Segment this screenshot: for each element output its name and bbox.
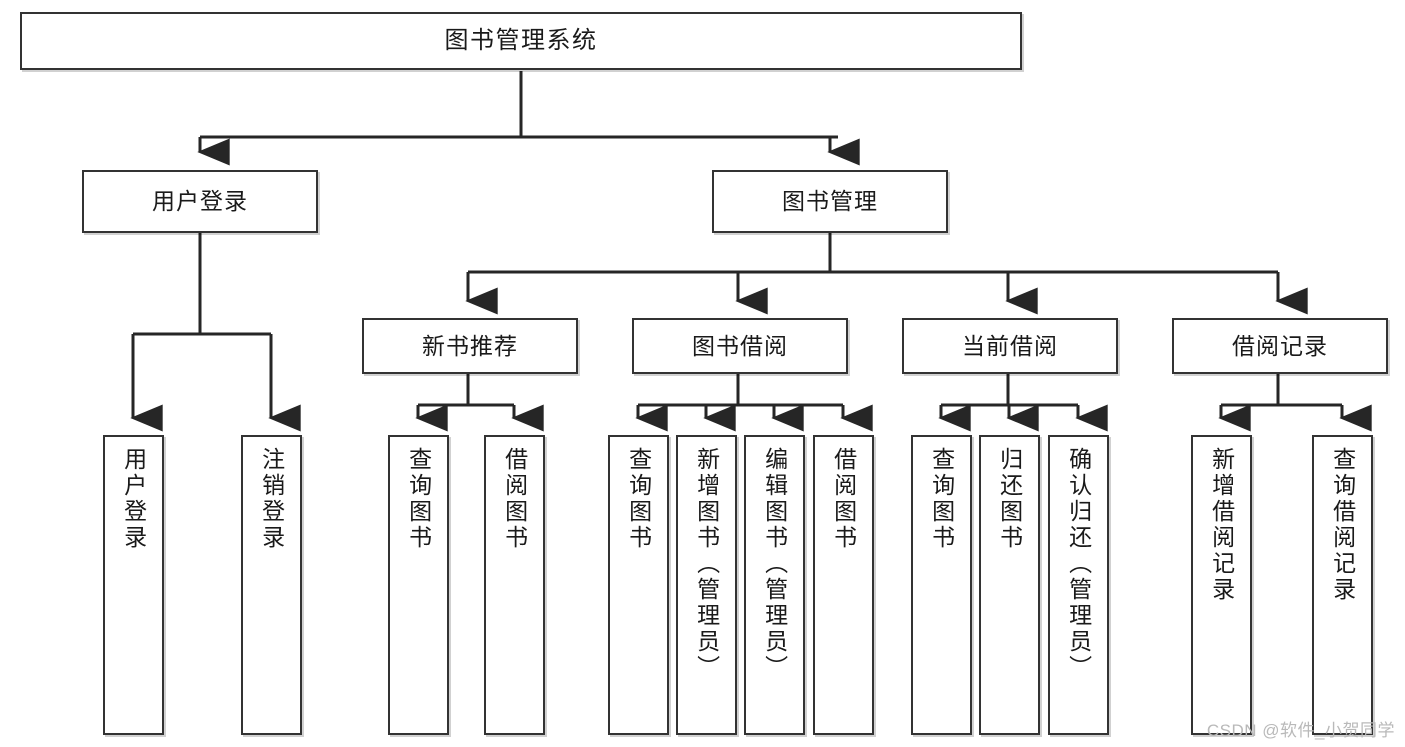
node-leaf-borrow-book-1[interactable]: 借阅图书	[484, 435, 545, 735]
node-leaf-query-book-3-label: 查询图书	[928, 447, 955, 551]
node-leaf-add-book[interactable]: 新增图书（管理员）	[676, 435, 737, 735]
node-borrow-record[interactable]: 借阅记录	[1172, 318, 1388, 374]
node-leaf-logout-label: 注销登录	[258, 447, 285, 551]
node-new-book-recommend[interactable]: 新书推荐	[362, 318, 578, 374]
node-user-login-label: 用户登录	[152, 188, 248, 215]
node-book-borrow[interactable]: 图书借阅	[632, 318, 848, 374]
node-leaf-borrow-book-2[interactable]: 借阅图书	[813, 435, 874, 735]
watermark-text: CSDN @软件_小贺同学	[1206, 721, 1395, 740]
node-leaf-add-record[interactable]: 新增借阅记录	[1191, 435, 1252, 735]
node-borrow-record-label: 借阅记录	[1232, 332, 1328, 359]
node-current-borrow-label: 当前借阅	[962, 332, 1058, 359]
node-leaf-user-login-label: 用户登录	[120, 447, 147, 551]
node-leaf-confirm-return[interactable]: 确认归还（管理员）	[1048, 435, 1109, 735]
node-leaf-logout[interactable]: 注销登录	[241, 435, 302, 735]
node-current-borrow[interactable]: 当前借阅	[902, 318, 1118, 374]
node-leaf-query-book-2[interactable]: 查询图书	[608, 435, 669, 735]
node-leaf-return-book[interactable]: 归还图书	[979, 435, 1040, 735]
node-leaf-borrow-book-1-label: 借阅图书	[501, 447, 528, 551]
node-leaf-edit-book-label: 编辑图书（管理员）	[761, 447, 788, 681]
node-leaf-query-book-1-label: 查询图书	[405, 447, 432, 551]
node-leaf-query-record-label: 查询借阅记录	[1329, 447, 1356, 603]
node-new-book-recommend-label: 新书推荐	[422, 332, 518, 359]
node-leaf-query-book-2-label: 查询图书	[625, 447, 652, 551]
node-book-mgmt[interactable]: 图书管理	[712, 170, 948, 233]
node-leaf-borrow-book-2-label: 借阅图书	[830, 447, 857, 551]
node-leaf-edit-book[interactable]: 编辑图书（管理员）	[744, 435, 805, 735]
node-root[interactable]: 图书管理系统	[20, 12, 1022, 70]
node-leaf-add-book-label: 新增图书（管理员）	[693, 447, 720, 681]
node-user-login[interactable]: 用户登录	[82, 170, 318, 233]
node-leaf-query-record[interactable]: 查询借阅记录	[1312, 435, 1373, 735]
node-leaf-user-login[interactable]: 用户登录	[103, 435, 164, 735]
node-leaf-confirm-return-label: 确认归还（管理员）	[1065, 447, 1092, 681]
node-book-mgmt-label: 图书管理	[782, 188, 878, 215]
node-leaf-query-book-1[interactable]: 查询图书	[388, 435, 449, 735]
node-leaf-add-record-label: 新增借阅记录	[1208, 447, 1235, 603]
node-leaf-return-book-label: 归还图书	[996, 447, 1023, 551]
node-root-label: 图书管理系统	[444, 27, 598, 55]
node-book-borrow-label: 图书借阅	[692, 332, 788, 359]
node-leaf-query-book-3[interactable]: 查询图书	[911, 435, 972, 735]
